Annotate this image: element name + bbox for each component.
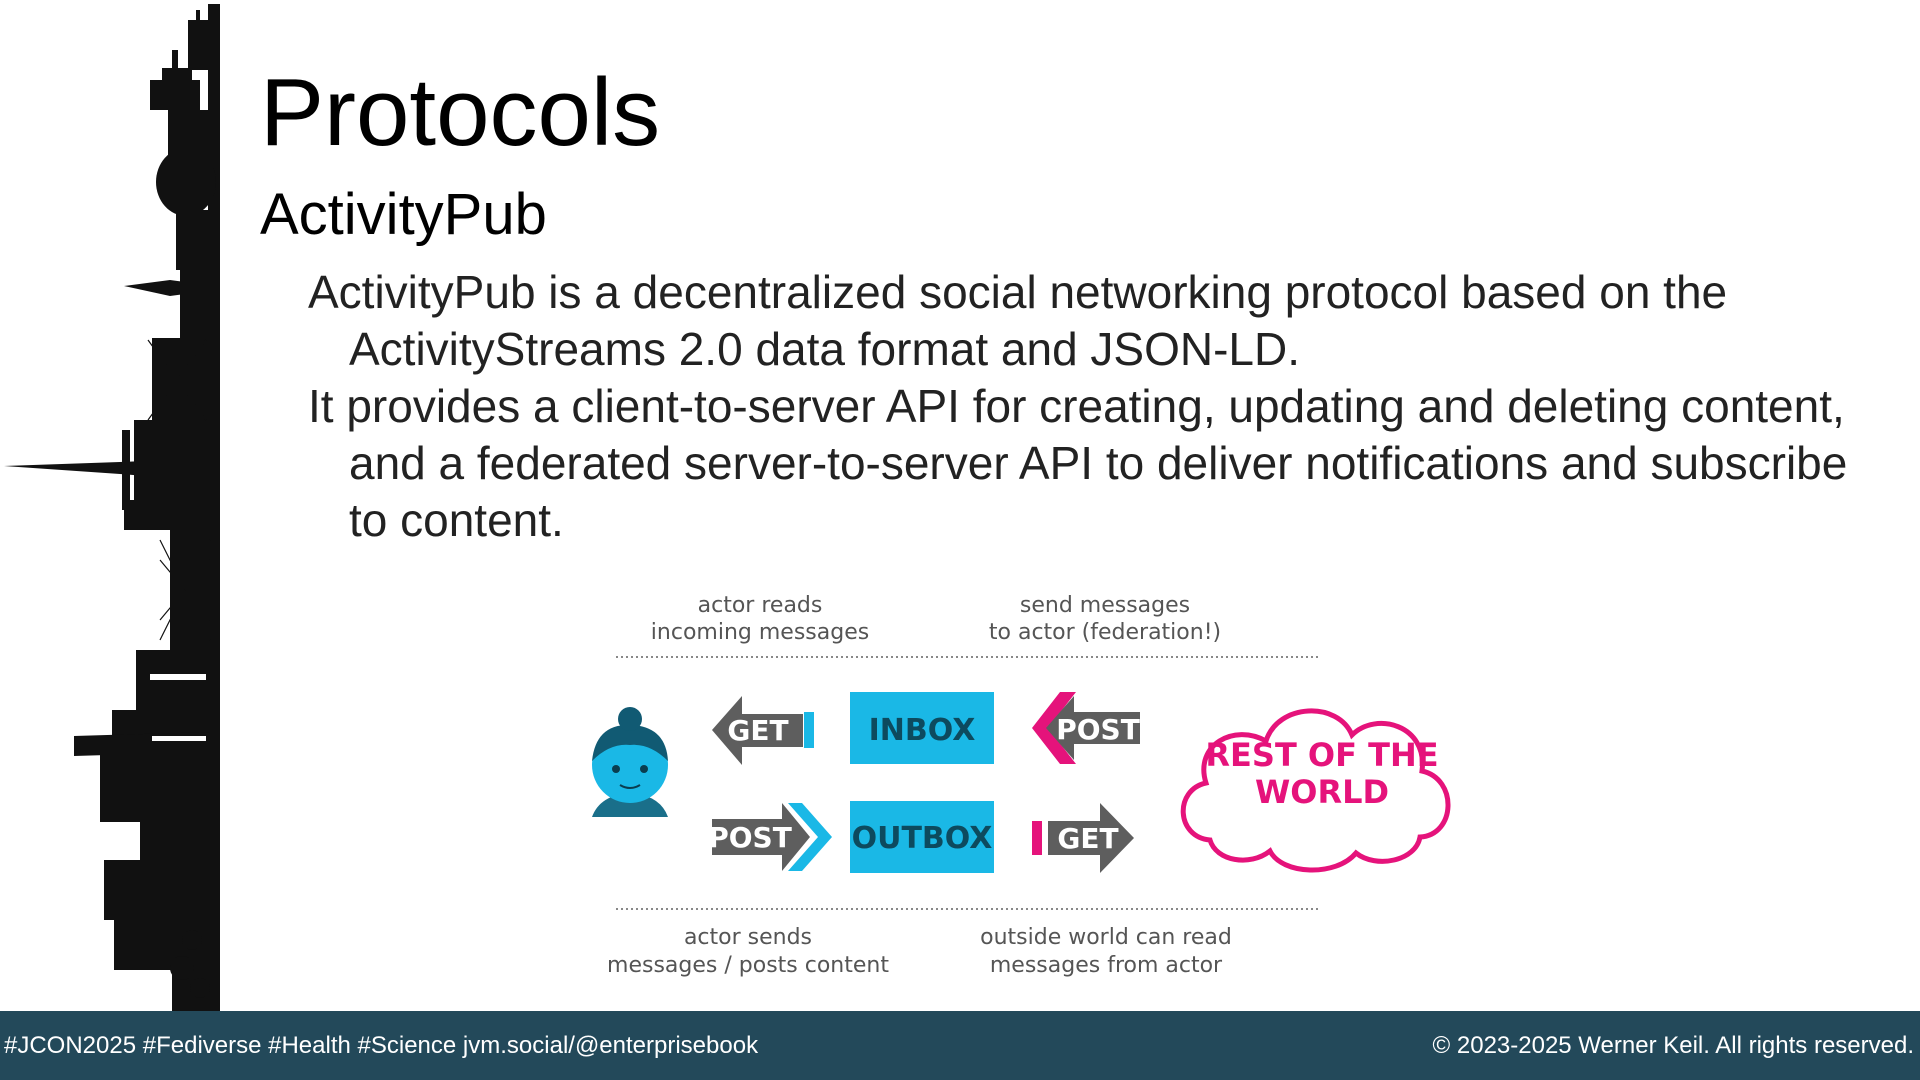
get-incoming-arrow: GET bbox=[712, 696, 814, 765]
post-incoming-arrow: POST bbox=[1032, 692, 1140, 764]
post-outgoing-label: POST bbox=[708, 821, 792, 854]
footer-bar: #JCON2025 #Fediverse #Health #Science jv… bbox=[0, 1011, 1920, 1080]
get-outgoing-label: GET bbox=[1057, 822, 1118, 855]
inbox-label: INBOX bbox=[869, 713, 976, 748]
top-right-label-line: send messages bbox=[1020, 593, 1190, 618]
inbox-box bbox=[850, 692, 994, 764]
cloud-label-line: WORLD bbox=[1255, 773, 1389, 811]
get-incoming-label: GET bbox=[727, 714, 788, 747]
post-outgoing-arrow: POST bbox=[708, 803, 832, 871]
bullet-item: ActivityPub is a decentralized social ne… bbox=[308, 266, 1728, 375]
bottom-left-label-line: actor sends bbox=[684, 925, 812, 950]
cloud-icon bbox=[1180, 708, 1451, 873]
outbox-label: OUTBOX bbox=[852, 821, 993, 856]
bullet-item: It provides a client-to-server API for c… bbox=[308, 380, 1848, 546]
cloud-label-line: REST OF THE bbox=[1205, 736, 1438, 774]
outbox-box bbox=[850, 801, 994, 873]
top-left-label-line: actor reads bbox=[698, 593, 823, 618]
top-right-label-line: to actor (federation!) bbox=[989, 620, 1221, 645]
top-left-label-line: incoming messages bbox=[651, 620, 869, 645]
actor-avatar-icon bbox=[592, 707, 668, 817]
footer-hashtags: #JCON2025 #Fediverse #Health #Science jv… bbox=[4, 1031, 759, 1059]
footer-copyright: © 2023-2025 Werner Keil. All rights rese… bbox=[1432, 1031, 1914, 1059]
bottom-right-label-line: messages from actor bbox=[990, 953, 1223, 978]
bottom-left-label-line: messages / posts content bbox=[607, 953, 889, 978]
post-incoming-label: POST bbox=[1056, 713, 1140, 746]
city-skyline-icon bbox=[4, 4, 220, 1012]
activitypub-diagram: actor reads incoming messages send messa… bbox=[592, 593, 1451, 978]
slide-title: Protocols bbox=[260, 59, 661, 166]
slide-subtitle: ActivityPub bbox=[260, 182, 547, 247]
bullet-list: ActivityPub is a decentralized social ne… bbox=[308, 264, 1848, 549]
get-outgoing-arrow: GET bbox=[1032, 803, 1134, 873]
bottom-right-label-line: outside world can read bbox=[980, 925, 1232, 950]
